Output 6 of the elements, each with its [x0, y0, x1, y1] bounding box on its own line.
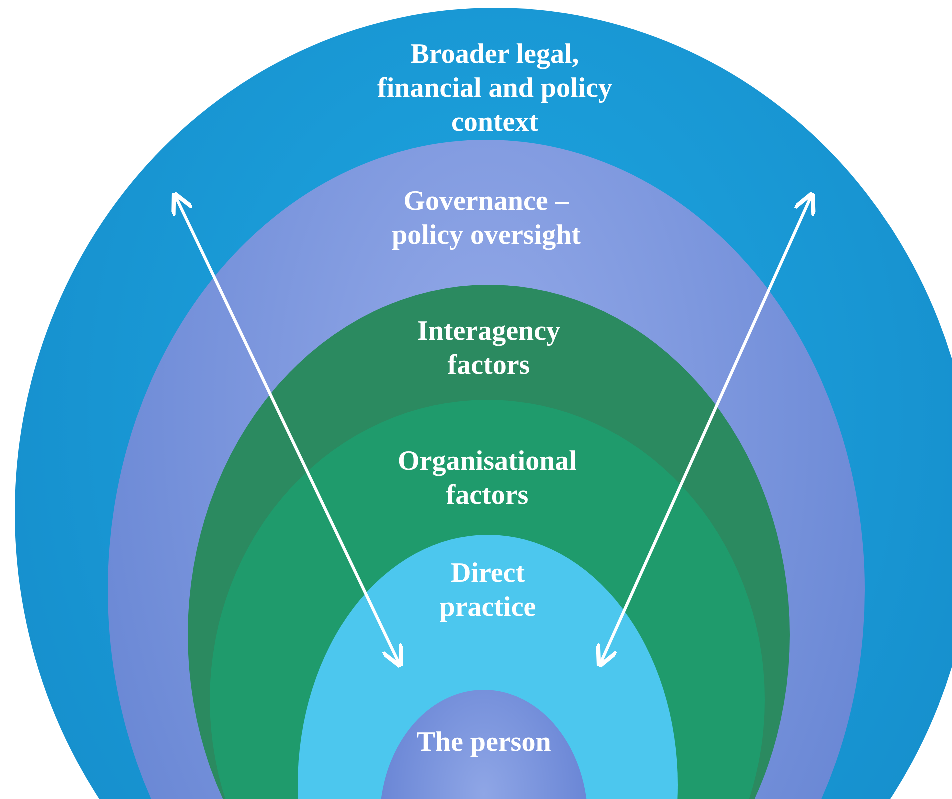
- layer-label: Direct practice: [438, 557, 538, 625]
- layer-label: Governance – policy oversight: [391, 185, 582, 253]
- layer-label: Broader legal, financial and policy context: [376, 38, 614, 140]
- layer-label: Organisational factors: [397, 445, 578, 513]
- layer-label: Interagency factors: [416, 315, 562, 383]
- layer-label: The person: [416, 726, 552, 760]
